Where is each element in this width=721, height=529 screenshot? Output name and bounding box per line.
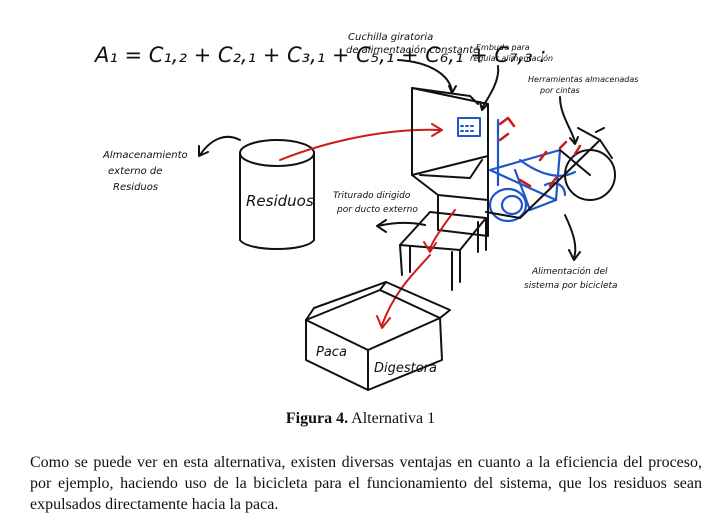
label-herramientas-1: Herramientas almacenadas xyxy=(528,75,638,84)
red-arrowhead-paca xyxy=(376,315,391,329)
paca-digestora-box xyxy=(305,281,451,391)
figure-caption-text: Alternativa 1 xyxy=(348,410,436,427)
arrow-triturado xyxy=(377,221,426,227)
label-triturado-2: por ducto externo xyxy=(336,205,418,215)
rotating-blade xyxy=(457,117,481,137)
residuos-bin-label: Residuos xyxy=(246,192,314,210)
arrow-almacenamiento xyxy=(199,135,241,156)
bicycle-front-wheel xyxy=(488,187,528,223)
formula-text: A₁ = C₁,₂ + C₂,₁ + C₃,₁ + C₅,₁ + C₆,₁ + … xyxy=(93,43,546,67)
arrowhead-triturado xyxy=(376,219,387,233)
residuos-bin xyxy=(239,139,315,250)
figure-caption-label: Figura 4. xyxy=(285,410,349,427)
paca-label: Paca xyxy=(316,345,347,360)
alternative-1-sketch: A₁ = C₁,₂ + C₂,₁ + C₃,₁ + C₅,₁ + C₆,₁ + … xyxy=(93,32,638,391)
label-embudo-2: regular alimentación xyxy=(470,53,553,63)
label-embudo-1: Embudo para xyxy=(476,43,530,52)
label-almacenamiento-3: Residuos xyxy=(113,182,158,193)
arrowhead-herramientas xyxy=(569,136,579,145)
label-alimentacion-1: Alimentación del xyxy=(531,266,608,277)
arrow-herramientas xyxy=(559,96,576,143)
storage-belts xyxy=(498,116,582,188)
red-arrowhead-hopper xyxy=(431,123,443,137)
body-paragraph: Como se puede ver en esta alternativa, e… xyxy=(30,454,702,513)
arrowhead-almacenamiento xyxy=(198,145,209,157)
digestora-label: Digestora xyxy=(374,361,437,376)
arrow-alimentacion xyxy=(564,214,577,259)
red-path-bin-to-hopper xyxy=(279,128,441,161)
label-almacenamiento-2: externo de xyxy=(108,166,162,177)
label-triturado-1: Triturado dirigido xyxy=(333,191,411,201)
hopper-machine xyxy=(411,87,489,237)
bicycle xyxy=(488,118,577,223)
label-cuchilla-2: de alimentación constante xyxy=(346,44,479,56)
bicycle-hub xyxy=(500,194,524,216)
label-cuchilla-1: Cuchilla giratoria xyxy=(348,32,433,43)
arrowhead-alimentacion xyxy=(568,249,581,261)
arrow-cuchilla xyxy=(397,59,453,93)
label-herramientas-2: por cintas xyxy=(539,86,580,95)
label-alimentacion-2: sistema por bicicleta xyxy=(524,281,618,291)
arrow-embudo xyxy=(481,65,500,109)
red-path-chute-to-paca xyxy=(381,254,431,326)
red-path-machine-to-chute xyxy=(429,209,456,251)
bicycle-frame xyxy=(485,127,616,219)
discharge-chute xyxy=(399,211,487,291)
label-almacenamiento-1: Almacenamiento xyxy=(102,150,188,161)
figure-caption: Figura 4. Alternativa 1 xyxy=(0,410,721,428)
arrowhead-embudo xyxy=(479,101,489,111)
red-arrowhead-chute xyxy=(423,241,437,253)
